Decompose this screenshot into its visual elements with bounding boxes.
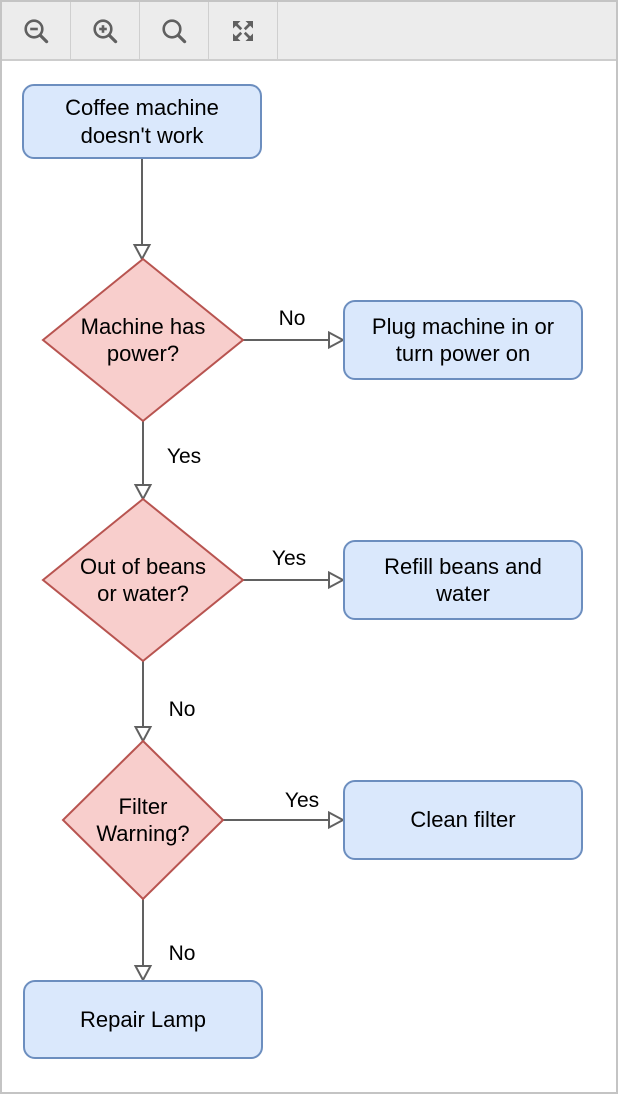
edge-label-beans-yes: Yes: [271, 547, 307, 570]
edge-beans-to-filter: [133, 661, 153, 744]
node-machine-has-power[interactable]: Machine has power?: [43, 259, 243, 421]
diagram-canvas: Coffee machine doesn't work Machine has …: [2, 61, 616, 1092]
edge-label-filter-yes: Yes: [284, 789, 320, 812]
edge-label-filter-no: No: [168, 942, 196, 965]
node-plug-in[interactable]: Plug machine in or turn power on: [343, 300, 583, 380]
edge-start-to-power: [132, 159, 152, 262]
decision-filter-warning-shape: [61, 739, 225, 901]
node-start-label: Coffee machine doesn't work: [65, 95, 219, 148]
node-refill-label: Refill beans and water: [384, 553, 542, 607]
edge-filter-to-clean: [223, 810, 346, 830]
edge-power-to-plug: [243, 330, 346, 350]
node-clean-filter[interactable]: Clean filter: [343, 780, 583, 860]
magnifier-icon: [162, 18, 187, 43]
edge-beans-to-refill: [243, 570, 346, 590]
fit-page-button[interactable]: [209, 2, 278, 59]
node-repair-lamp-label: Repair Lamp: [80, 1006, 206, 1032]
edge-label-beans-no: No: [168, 698, 196, 721]
edge-power-to-beans: [133, 421, 153, 502]
node-machine-has-power-label: Machine has power?: [80, 313, 206, 367]
node-refill[interactable]: Refill beans and water: [343, 540, 583, 620]
fit-page-icon: [233, 20, 253, 41]
node-repair-lamp[interactable]: Repair Lamp: [23, 980, 263, 1059]
zoom-out-button[interactable]: [2, 2, 71, 59]
node-start[interactable]: Coffee machine doesn't work: [22, 84, 262, 159]
zoom-out-icon: [24, 18, 49, 43]
decision-machine-has-power-shape: [41, 257, 245, 423]
node-clean-filter-label: Clean filter: [410, 807, 516, 833]
node-plug-in-label: Plug machine in or turn power on: [371, 313, 555, 367]
zoom-reset-button[interactable]: [140, 2, 209, 59]
node-filter-warning-label: Filter Warning?: [96, 793, 190, 847]
node-filter-warning[interactable]: Filter Warning?: [63, 741, 223, 899]
zoom-in-button[interactable]: [71, 2, 140, 59]
edge-filter-to-repair: [133, 899, 153, 983]
edge-label-power-no: No: [278, 307, 306, 330]
flowchart-edges-layer: [41, 159, 346, 983]
decision-out-of-beans-shape: [41, 497, 245, 663]
edge-label-power-yes: Yes: [166, 445, 202, 468]
node-out-of-beans[interactable]: Out of beans or water?: [43, 499, 243, 661]
zoom-in-icon: [93, 18, 118, 43]
toolbar: [2, 2, 616, 61]
node-out-of-beans-label: Out of beans or water?: [80, 553, 206, 607]
